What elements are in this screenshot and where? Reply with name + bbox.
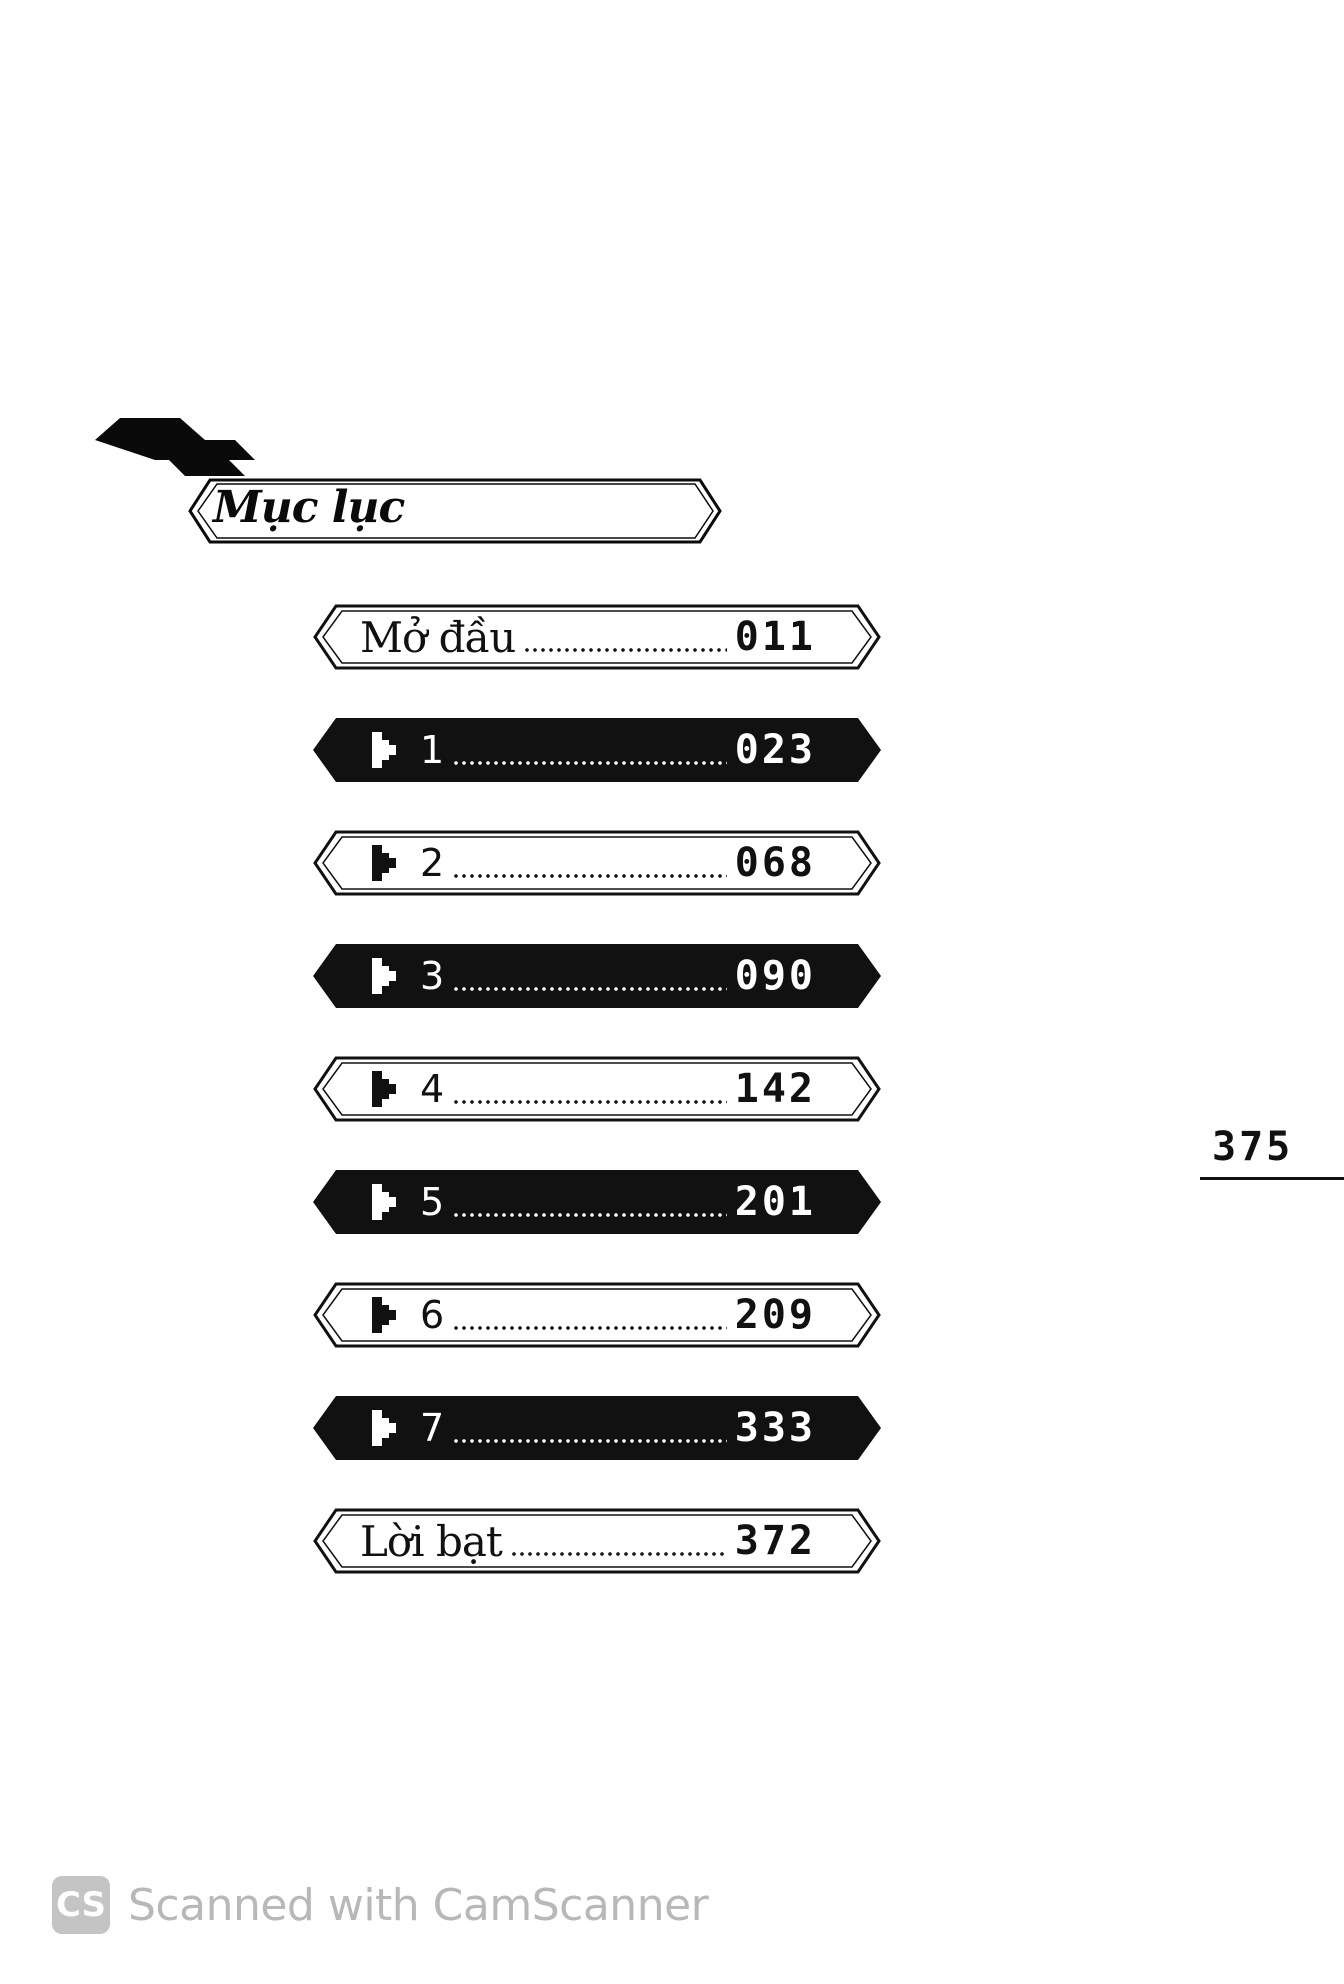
toc-entry-content: 1 023	[370, 717, 816, 783]
toc-entry[interactable]: 5 201	[312, 1169, 882, 1235]
toc-entry-label: 5	[420, 1180, 445, 1224]
toc-entry-label: 2	[420, 841, 445, 885]
toc-entry[interactable]: 4 142	[312, 1056, 882, 1122]
dot-leader	[452, 987, 727, 991]
toc-entry-content: 3 090	[370, 943, 816, 1009]
toc-entry-label: 7	[420, 1406, 445, 1450]
chapter-marker-icon	[372, 1297, 396, 1333]
camscanner-logo-icon: CS	[52, 1876, 110, 1934]
toc-entry-frame	[313, 1170, 881, 1234]
toc-entry-label: 3	[420, 954, 445, 998]
toc-entry-content: 5 201	[370, 1169, 816, 1235]
dot-leader	[452, 1213, 727, 1217]
dot-leader	[452, 1439, 727, 1443]
toc-entry-label: 6	[420, 1293, 445, 1337]
toc-entry-frame	[313, 1056, 881, 1122]
toc-entry-page: 209	[734, 1292, 816, 1338]
chapter-marker-icon	[372, 1410, 396, 1446]
dot-leader	[523, 648, 727, 652]
toc-entry[interactable]: 7 333	[312, 1395, 882, 1461]
toc-entry-page: 201	[734, 1179, 816, 1225]
watermark-text: Scanned with CamScanner	[128, 1879, 709, 1931]
toc-entry-content: 6 209	[370, 1282, 816, 1348]
toc-entry-page: 142	[734, 1066, 816, 1112]
toc-entry-page: 068	[734, 840, 816, 886]
toc-entry-frame	[313, 1396, 881, 1460]
toc-entry-page: 090	[734, 953, 816, 999]
chapter-marker-icon	[372, 732, 396, 768]
chapter-marker-icon	[372, 1071, 396, 1107]
toc-entry[interactable]: 6 209	[312, 1282, 882, 1348]
toc-entry-label: 1	[420, 728, 445, 772]
toc-entry[interactable]: Lời bạt 372	[312, 1508, 882, 1574]
toc-entry-page: 372	[734, 1518, 816, 1564]
dot-leader	[452, 1100, 727, 1104]
toc-entry-content: 7 333	[370, 1395, 816, 1461]
page-title: Mục lục	[213, 482, 405, 533]
dot-leader	[509, 1552, 727, 1556]
toc-entry-label: Lời bạt	[360, 1516, 503, 1566]
title-banner-shape	[95, 418, 722, 544]
page-number: 375	[1212, 1124, 1294, 1170]
toc-entry-frame	[313, 1282, 881, 1348]
toc-title-banner: Mục lục	[95, 418, 725, 548]
toc-entry-page: 023	[734, 727, 816, 773]
chapter-marker-icon	[372, 958, 396, 994]
dot-leader	[452, 1326, 727, 1330]
toc-entry-frame	[313, 718, 881, 782]
toc-entry-page: 011	[734, 614, 816, 660]
dot-leader	[452, 761, 727, 765]
chapter-marker-icon	[372, 1184, 396, 1220]
toc-entry-label: 4	[420, 1067, 445, 1111]
toc-entry-label: Mở đầu	[360, 612, 516, 662]
toc-entry-content: Lời bạt 372	[360, 1508, 816, 1574]
chapter-marker-icon	[372, 845, 396, 881]
toc-entry[interactable]: Mở đầu 011	[312, 604, 882, 670]
toc-entry-frame	[313, 944, 881, 1008]
toc-entry-frame	[313, 830, 881, 896]
scanner-watermark: CS Scanned with CamScanner	[52, 1876, 709, 1934]
toc-entry[interactable]: 1 023	[312, 717, 882, 783]
toc-entry-content: Mở đầu 011	[360, 604, 816, 670]
toc-entry-page: 333	[734, 1405, 816, 1451]
toc-entry-content: 4 142	[370, 1056, 816, 1122]
dot-leader	[452, 874, 727, 878]
toc-entry[interactable]: 3 090	[312, 943, 882, 1009]
toc-entry-frame	[313, 1508, 881, 1574]
toc-entry-frame	[313, 604, 881, 670]
page-number-rule	[1200, 1177, 1344, 1180]
